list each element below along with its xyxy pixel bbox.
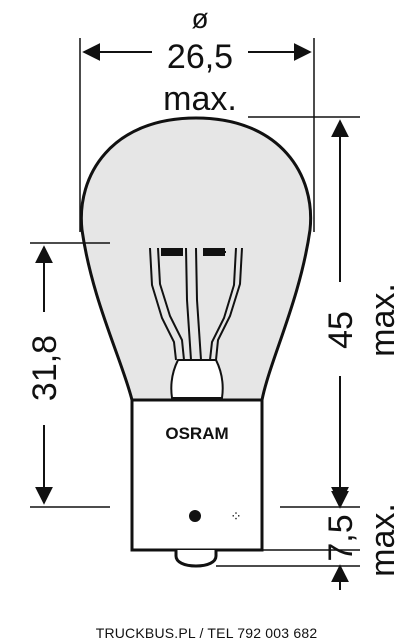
bulb-base [130, 398, 264, 552]
base-value: 7,5 [322, 514, 360, 561]
bayonet-pin [189, 510, 201, 522]
diameter-symbol: ø [191, 3, 208, 34]
base-contact [174, 550, 218, 568]
filament [149, 247, 243, 399]
bayonet-symbol: ⁘ [230, 508, 242, 524]
diameter-max-label: max. [163, 80, 237, 118]
base-max-label: max. [364, 503, 402, 577]
height-total-value: 45 [322, 311, 360, 349]
brand-logo: OSRAM [165, 424, 228, 443]
height-total-max-label: max. [364, 283, 402, 357]
footer-contact: TRUCKBUS.PL / TEL 792 003 682 [95, 625, 318, 641]
light-center-value: 31,8 [26, 335, 64, 401]
diameter-value: 26,5 [167, 38, 233, 76]
dimension-lines [35, 43, 349, 590]
